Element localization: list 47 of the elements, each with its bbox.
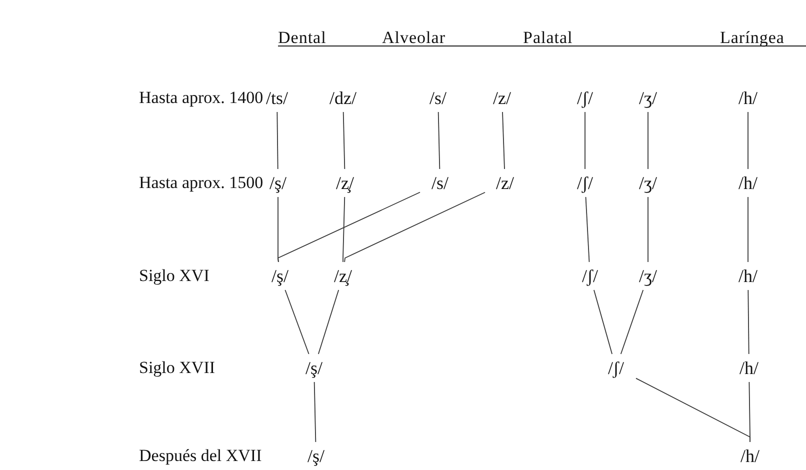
phoneme: /h/ (728, 171, 768, 195)
row-heading: Después del XVII (139, 446, 262, 466)
phoneme: /h/ (728, 264, 768, 288)
phoneme: /s/ (420, 171, 460, 195)
column-heading: Dental (278, 28, 326, 48)
connector-line (314, 382, 316, 442)
phoneme: /h/ (730, 444, 770, 468)
phoneme: /z/ (482, 86, 522, 110)
phoneme: /ş/ (294, 356, 334, 380)
connector-line (438, 112, 440, 170)
phoneme: /z̧/ (323, 264, 363, 288)
connector-line (318, 290, 340, 354)
connector-line (342, 112, 346, 170)
connector-line (748, 290, 750, 354)
column-heading: Laríngea (720, 28, 784, 48)
row-heading: Hasta aprox. 1500 (139, 173, 264, 193)
phoneme: /h/ (729, 356, 769, 380)
phoneme: /ş/ (296, 444, 336, 468)
connector-line (284, 290, 310, 354)
phoneme: /z/ (485, 171, 525, 195)
phoneme: /ʃ/ (565, 86, 605, 110)
phoneme: /ʃ/ (565, 171, 605, 195)
row-heading: Siglo XVI (139, 266, 210, 286)
phoneme: /ʒ/ (628, 171, 668, 195)
column-heading: Palatal (523, 28, 573, 48)
phoneme: /ʒ/ (628, 86, 668, 110)
phoneme: /ʃ/ (570, 264, 610, 288)
connector-line (344, 192, 486, 262)
connector-line (342, 196, 346, 262)
connector-line (594, 290, 612, 354)
phoneme: /dz/ (323, 86, 363, 110)
connector-line (620, 290, 644, 354)
connector-line (278, 192, 420, 262)
connector-line (502, 112, 505, 170)
connector-line (584, 112, 586, 170)
connector-line (636, 378, 750, 442)
row-heading: Siglo XVII (139, 358, 216, 378)
phoneme: /h/ (728, 86, 768, 110)
column-heading: Alveolar (382, 28, 446, 48)
phoneme: /ş/ (260, 264, 300, 288)
phoneme: /ʃ/ (596, 356, 636, 380)
row-heading: Hasta aprox. 1400 (139, 88, 264, 108)
connector-line (585, 196, 590, 262)
phoneme: /ʒ/ (628, 264, 668, 288)
connector-line (276, 112, 278, 170)
phoneme: /s/ (418, 86, 458, 110)
phoneme: /z̧/ (325, 171, 365, 195)
